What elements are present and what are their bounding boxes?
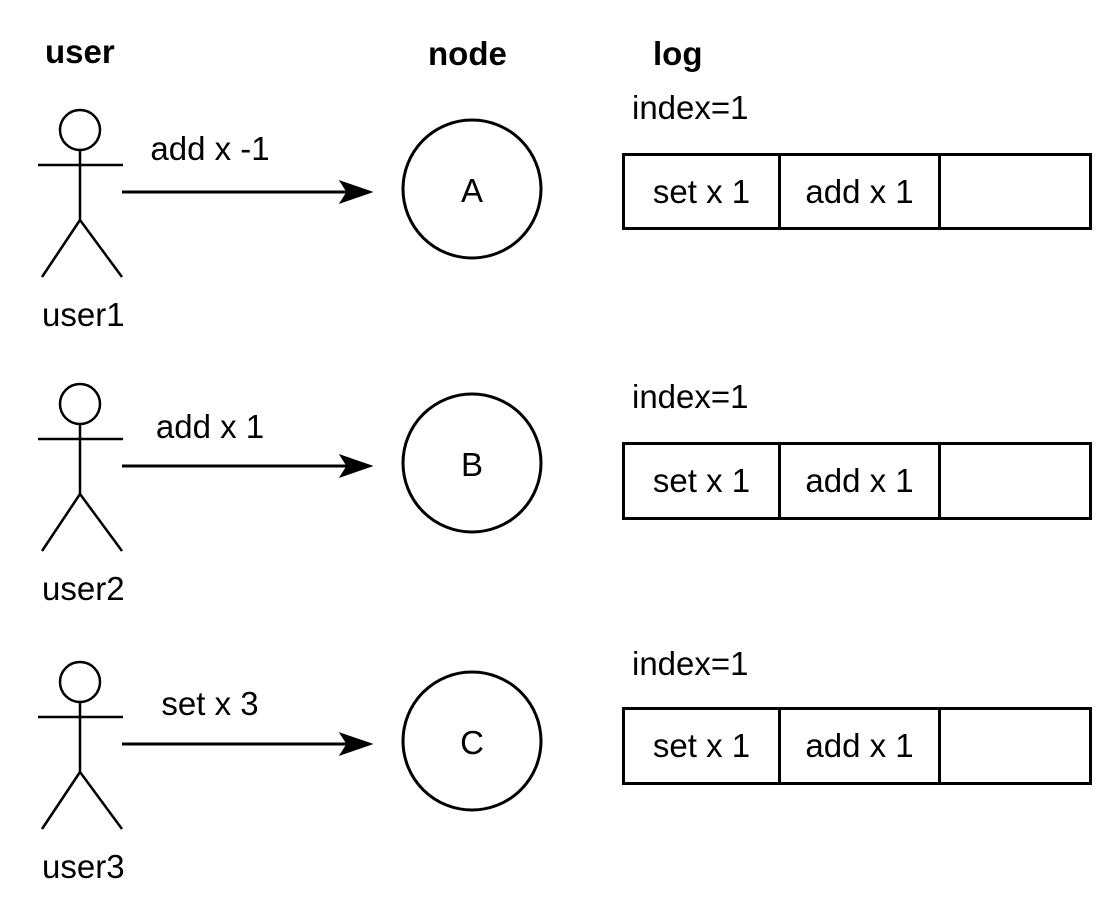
arrow-right-icon xyxy=(122,454,374,478)
command-label: set x 3 xyxy=(161,685,259,722)
log-index-label: index=1 xyxy=(632,645,749,682)
command-label: add x 1 xyxy=(155,408,265,445)
command-label: add x -1 xyxy=(150,130,270,167)
log-cell xyxy=(941,445,1089,517)
log-cell: add x 1 xyxy=(781,156,941,227)
log-cell xyxy=(941,710,1089,782)
log-cell: add x 1 xyxy=(781,445,941,517)
log-index-label: index=1 xyxy=(632,378,749,415)
column-header-node: node xyxy=(428,35,507,72)
user-name-label: user2 xyxy=(42,570,125,607)
node-label: B xyxy=(460,446,483,483)
column-header-log: log xyxy=(653,35,703,72)
log-cell xyxy=(941,156,1089,227)
user-name-label: user3 xyxy=(42,848,125,885)
log-table: set x 1 add x 1 xyxy=(622,707,1092,785)
log-table: set x 1 add x 1 xyxy=(622,153,1092,230)
log-cell: set x 1 xyxy=(625,445,781,517)
node-label: A xyxy=(460,172,483,209)
log-cell: add x 1 xyxy=(781,710,941,782)
log-table: set x 1 add x 1 xyxy=(622,442,1092,520)
log-index-label: index=1 xyxy=(632,89,749,126)
node-label: C xyxy=(460,724,484,761)
log-cell: set x 1 xyxy=(625,710,781,782)
user-name-label: user1 xyxy=(42,296,125,333)
arrow-right-icon xyxy=(122,180,374,204)
column-header-user: user xyxy=(45,33,115,70)
arrow-right-icon xyxy=(122,732,374,756)
log-cell: set x 1 xyxy=(625,156,781,227)
